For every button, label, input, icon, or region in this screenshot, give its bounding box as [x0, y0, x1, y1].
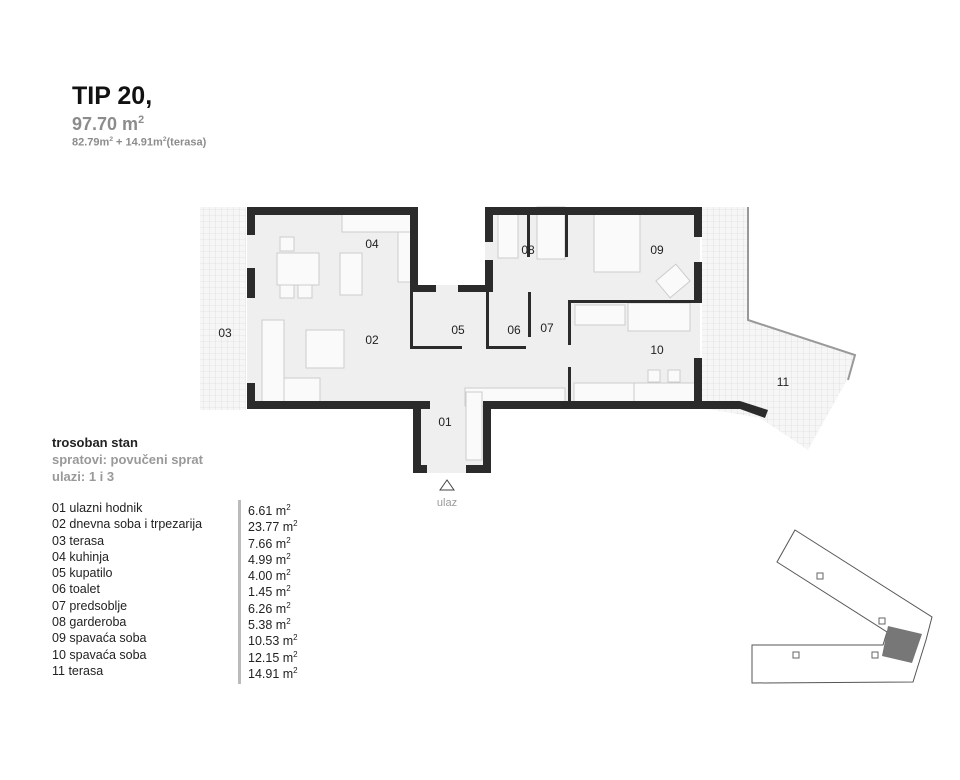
entrance-label: ulaz	[437, 497, 457, 509]
table-divider	[238, 500, 241, 684]
room-label-07: 07	[540, 321, 554, 335]
room-label-04: 04	[365, 237, 379, 251]
terrace-11-railing	[747, 207, 857, 381]
room-label-06: 06	[507, 323, 521, 337]
room-label-05: 05	[451, 323, 465, 337]
entrance-arrow-icon	[439, 479, 455, 491]
key-plan	[751, 529, 933, 684]
room-label-11: 11	[777, 375, 790, 389]
room-label-02: 02	[365, 333, 379, 347]
walls	[247, 207, 768, 473]
room-label-01: 01	[438, 415, 452, 429]
apartment-entries: ulazi: 1 i 3	[52, 469, 115, 484]
room-label-09: 09	[650, 243, 664, 257]
plan-title: TIP 20,	[72, 82, 153, 110]
room-label-08: 08	[521, 243, 535, 257]
key-plan-highlight	[882, 626, 922, 663]
room-label-10: 10	[650, 343, 664, 357]
apartment-type: trosoban stan	[52, 435, 138, 450]
terrace-03	[200, 207, 246, 410]
total-area: 97.70 m2	[72, 114, 145, 134]
area-split: 82.79m2 + 14.91m2(terasa)	[72, 136, 207, 149]
terrace-11	[702, 207, 855, 450]
room-label-03: 03	[218, 326, 232, 340]
furniture	[261, 206, 697, 461]
apartment-floors: spratovi: povučeni sprat	[52, 452, 203, 467]
